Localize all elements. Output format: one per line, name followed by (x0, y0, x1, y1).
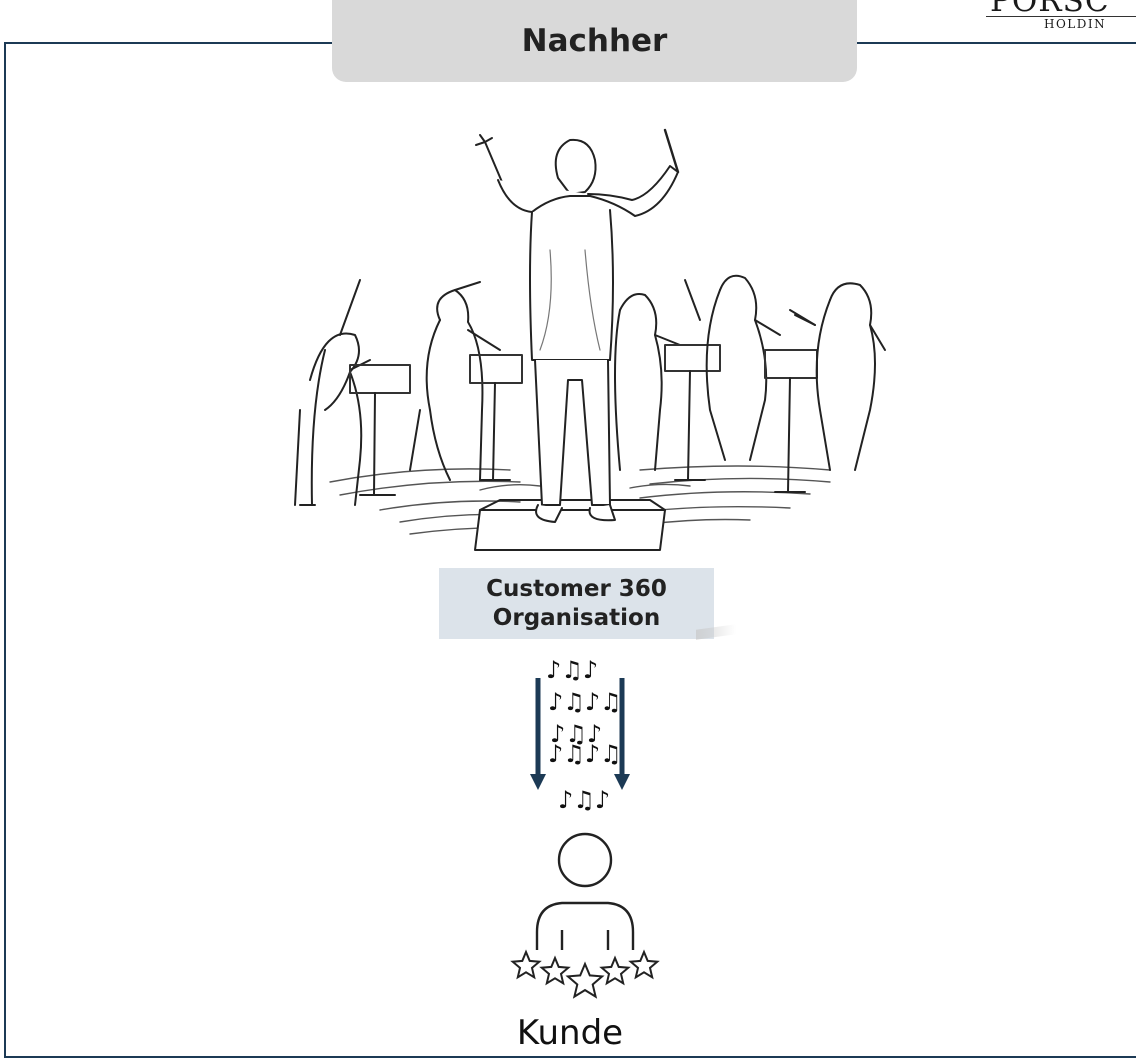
person-icon (557, 832, 613, 888)
logo-subline: HOLDIN (1044, 17, 1107, 31)
music-note-icon: ♪♫♪ (550, 720, 602, 748)
down-arrow-icon (530, 678, 546, 790)
star-icon (565, 961, 605, 999)
logo-rule (986, 16, 1136, 17)
music-note-icon: ♪♫♪ (558, 786, 610, 814)
star-icon (599, 955, 631, 986)
star-icon (539, 955, 571, 986)
customer-label: Kunde (516, 1013, 624, 1053)
music-note-icon: ♪♫♪♫ (548, 688, 622, 716)
rating-stars (510, 949, 660, 999)
organisation-label-line2: Organisation (492, 604, 661, 631)
person-body-icon (535, 901, 635, 950)
podium (474, 499, 666, 551)
music-flow: ♪♫♪ ♪♫♪♫ ♪♫♪ ♪♫♪♫ ♪♫♪ (530, 656, 630, 814)
left-musicians (294, 279, 523, 506)
logo-wordmark: PORSC (990, 0, 1110, 19)
customer-person (510, 832, 660, 999)
section-title: Nachher (332, 0, 857, 82)
conductor (475, 128, 680, 523)
porsche-holding-logo: PORSC HOLDIN (984, 0, 1136, 34)
right-musicians (614, 274, 886, 493)
music-note-icon: ♪♫♪♫ (548, 740, 622, 768)
music-note-icon: ♪♫♪ (546, 656, 598, 684)
star-icon (628, 949, 660, 980)
organisation-box: Customer 360 Organisation (439, 568, 714, 639)
organisation-label-line1: Customer 360 (486, 575, 667, 602)
conductor-orchestra-illustration (294, 128, 886, 551)
star-icon (510, 949, 542, 980)
down-arrow-icon (614, 678, 630, 790)
